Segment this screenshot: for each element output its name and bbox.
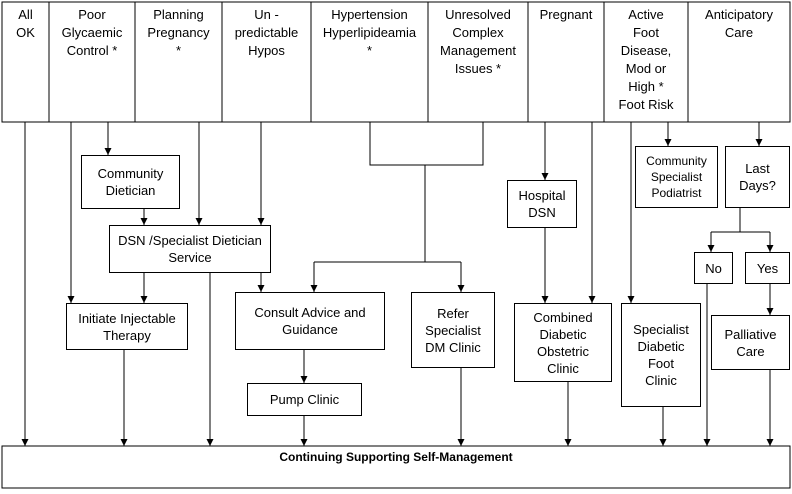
- community-podiatrist-box: Community Specialist Podiatrist: [635, 146, 718, 208]
- header-unpredictable-hypos: Un - predictable Hypos: [234, 7, 299, 58]
- header-frame: [1, 1, 791, 123]
- header-dividers: [48, 2, 689, 122]
- no-option-box: No: [694, 252, 733, 284]
- header-unresolved-issues: Unresolved Complex Management Issues *: [440, 7, 516, 76]
- footer-frame: [1, 445, 791, 489]
- specialist-foot-clinic-box: Specialist Diabetic Foot Clinic: [621, 303, 701, 407]
- header-planning-pregnancy: Planning Pregnancy *: [147, 7, 210, 58]
- dsn-specialist-dietician-box: DSN /Specialist Dietician Service: [109, 225, 271, 273]
- bracket-hypertension-unresolved: [369, 122, 484, 166]
- yes-option-box: Yes: [745, 252, 790, 284]
- header-hypertension: Hypertension Hyperlipideamia *: [322, 7, 417, 58]
- footer-self-management-label: Continuing Supporting Self-Management: [279, 450, 513, 464]
- refer-specialist-clinic-box: Refer Specialist DM Clinic: [411, 292, 495, 368]
- palliative-care-box: Palliative Care: [711, 315, 790, 370]
- header-all-ok: All OK: [16, 7, 35, 40]
- header-pregnant: Pregnant: [539, 7, 593, 22]
- header-active-foot-disease: Active Foot Disease, Mod or High * Foot …: [618, 7, 674, 112]
- community-dietician-box: Community Dietician: [81, 155, 180, 209]
- header-anticipatory-care: Anticipatory Care: [705, 7, 773, 40]
- consult-advice-box: Consult Advice and Guidance: [235, 292, 385, 350]
- initiate-injectable-therapy-box: Initiate Injectable Therapy: [66, 303, 188, 350]
- hospital-dsn-box: Hospital DSN: [507, 180, 577, 228]
- flow-arrows: [21, 122, 774, 446]
- pump-clinic-box: Pump Clinic: [247, 383, 362, 416]
- header-poor-glycaemic-control: Poor Glycaemic Control *: [61, 7, 123, 58]
- last-days-question-box: Last Days?: [725, 146, 790, 208]
- combined-obstetric-clinic-box: Combined Diabetic Obstetric Clinic: [514, 303, 612, 382]
